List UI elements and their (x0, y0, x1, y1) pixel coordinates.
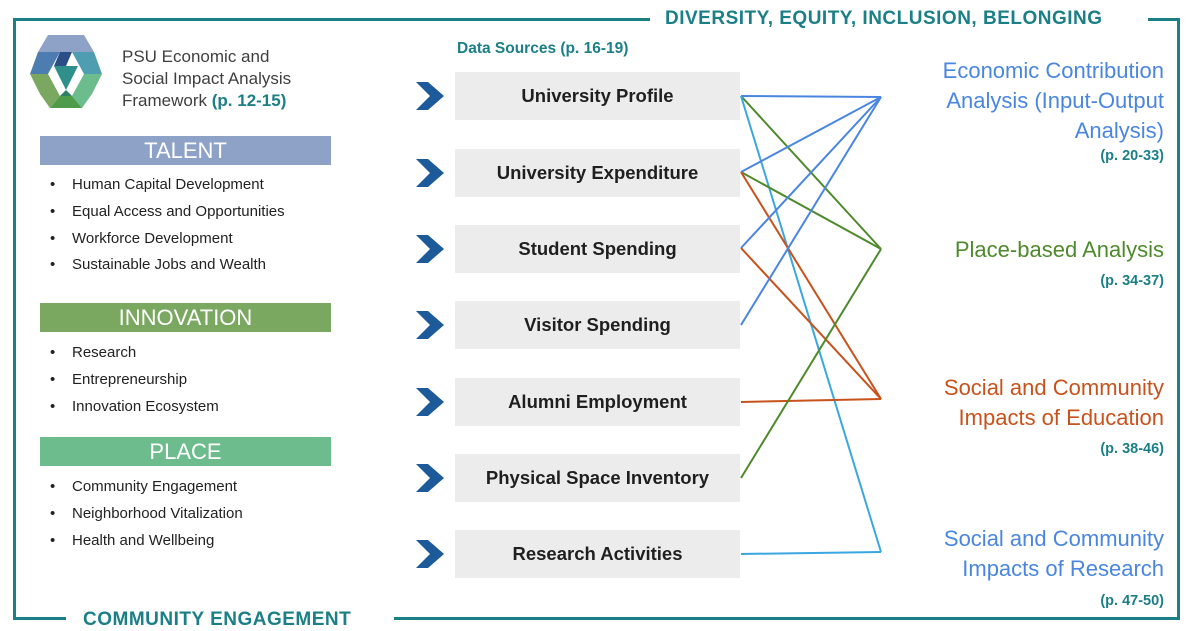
analysis-pages: (p. 34-37) (1100, 273, 1164, 289)
analysis-line: Analysis (Input-Output (946, 88, 1164, 113)
list-item: Neighborhood Vitalization (50, 501, 243, 528)
analysis-pages: (p. 20-33) (1100, 148, 1164, 164)
source-research-activities: Research Activities (455, 530, 740, 578)
analysis-research-impacts: Social and Community Impacts of Research (944, 524, 1164, 584)
chevron-right-icon (416, 82, 444, 110)
analysis-line: Place-based Analysis (954, 237, 1164, 262)
analysis-line: Impacts of Education (958, 405, 1164, 430)
analysis-place-based: Place-based Analysis (955, 235, 1164, 265)
frame-top-left (13, 18, 650, 21)
list-item: Research (50, 340, 219, 367)
list-item: Innovation Ecosystem (50, 394, 219, 421)
connector-line-11 (740, 551, 882, 555)
source-university-expenditure: University Expenditure (455, 149, 740, 197)
frame-right (1177, 18, 1180, 620)
source-visitor-spending: Visitor Spending (455, 301, 740, 349)
connector-line-10 (740, 248, 882, 479)
place-list: Community Engagement Neighborhood Vitali… (50, 474, 243, 554)
chevron-right-icon (416, 235, 444, 263)
chevron-right-icon (416, 540, 444, 568)
category-talent: TALENT (40, 136, 331, 165)
list-item: Community Engagement (50, 474, 243, 501)
framework-title: PSU Economic and Social Impact Analysis … (122, 46, 291, 112)
chevron-right-icon (416, 311, 444, 339)
analysis-pages: (p. 38-46) (1100, 441, 1164, 457)
hexagon-logo-icon (30, 35, 102, 108)
analysis-economic-contribution: Economic Contribution Analysis (Input-Ou… (943, 56, 1164, 146)
connector-line-6 (740, 96, 882, 249)
framework-title-line3: Framework (122, 91, 208, 110)
analysis-pages: (p. 47-50) (1100, 593, 1164, 609)
list-item: Health and Wellbeing (50, 528, 243, 555)
list-item: Entrepreneurship (50, 367, 219, 394)
connector-line-1 (740, 95, 882, 98)
connector-line-9 (740, 398, 882, 403)
top-banner: DIVERSITY, EQUITY, INCLUSION, BELONGING (665, 8, 1103, 30)
analysis-line: Analysis) (1074, 118, 1164, 143)
frame-top-right (1148, 18, 1180, 21)
framework-title-line2: Social Impact Analysis (122, 69, 292, 88)
frame-bottom-right (394, 617, 1180, 620)
analysis-education-impacts: Social and Community Impacts of Educatio… (944, 373, 1164, 433)
chevron-right-icon (416, 388, 444, 416)
frame-bottom-left (13, 617, 66, 620)
talent-list: Human Capital Development Equal Access a… (50, 172, 285, 279)
list-item: Equal Access and Opportunities (50, 199, 285, 226)
analysis-line: Social and Community (943, 375, 1164, 400)
category-place: PLACE (40, 437, 331, 466)
innovation-list: Research Entrepreneurship Innovation Eco… (50, 340, 219, 420)
list-item: Human Capital Development (50, 172, 285, 199)
analysis-line: Impacts of Research (962, 556, 1164, 581)
analysis-line: Economic Contribution (942, 58, 1164, 83)
frame-left (13, 18, 16, 620)
data-sources-title: Data Sources (p. 16-19) (457, 40, 629, 57)
chevron-right-icon (416, 159, 444, 187)
source-physical-space-inventory: Physical Space Inventory (455, 454, 740, 502)
bottom-banner: COMMUNITY ENGAGEMENT (83, 609, 352, 631)
list-item: Sustainable Jobs and Wealth (50, 252, 285, 279)
source-university-profile: University Profile (455, 72, 740, 120)
connector-line-5 (740, 96, 882, 173)
connector-line-7 (740, 247, 882, 400)
chevron-right-icon (416, 464, 444, 492)
source-student-spending: Student Spending (455, 225, 740, 273)
category-innovation: INNOVATION (40, 303, 331, 332)
connector-line-4 (740, 171, 882, 400)
connector-line-8 (740, 96, 882, 326)
list-item: Workforce Development (50, 226, 285, 253)
source-alumni-employment: Alumni Employment (455, 378, 740, 426)
analysis-line: Social and Community (943, 526, 1164, 551)
framework-title-line1: PSU Economic and (122, 47, 270, 66)
framework-pages: (p. 12-15) (211, 91, 287, 110)
